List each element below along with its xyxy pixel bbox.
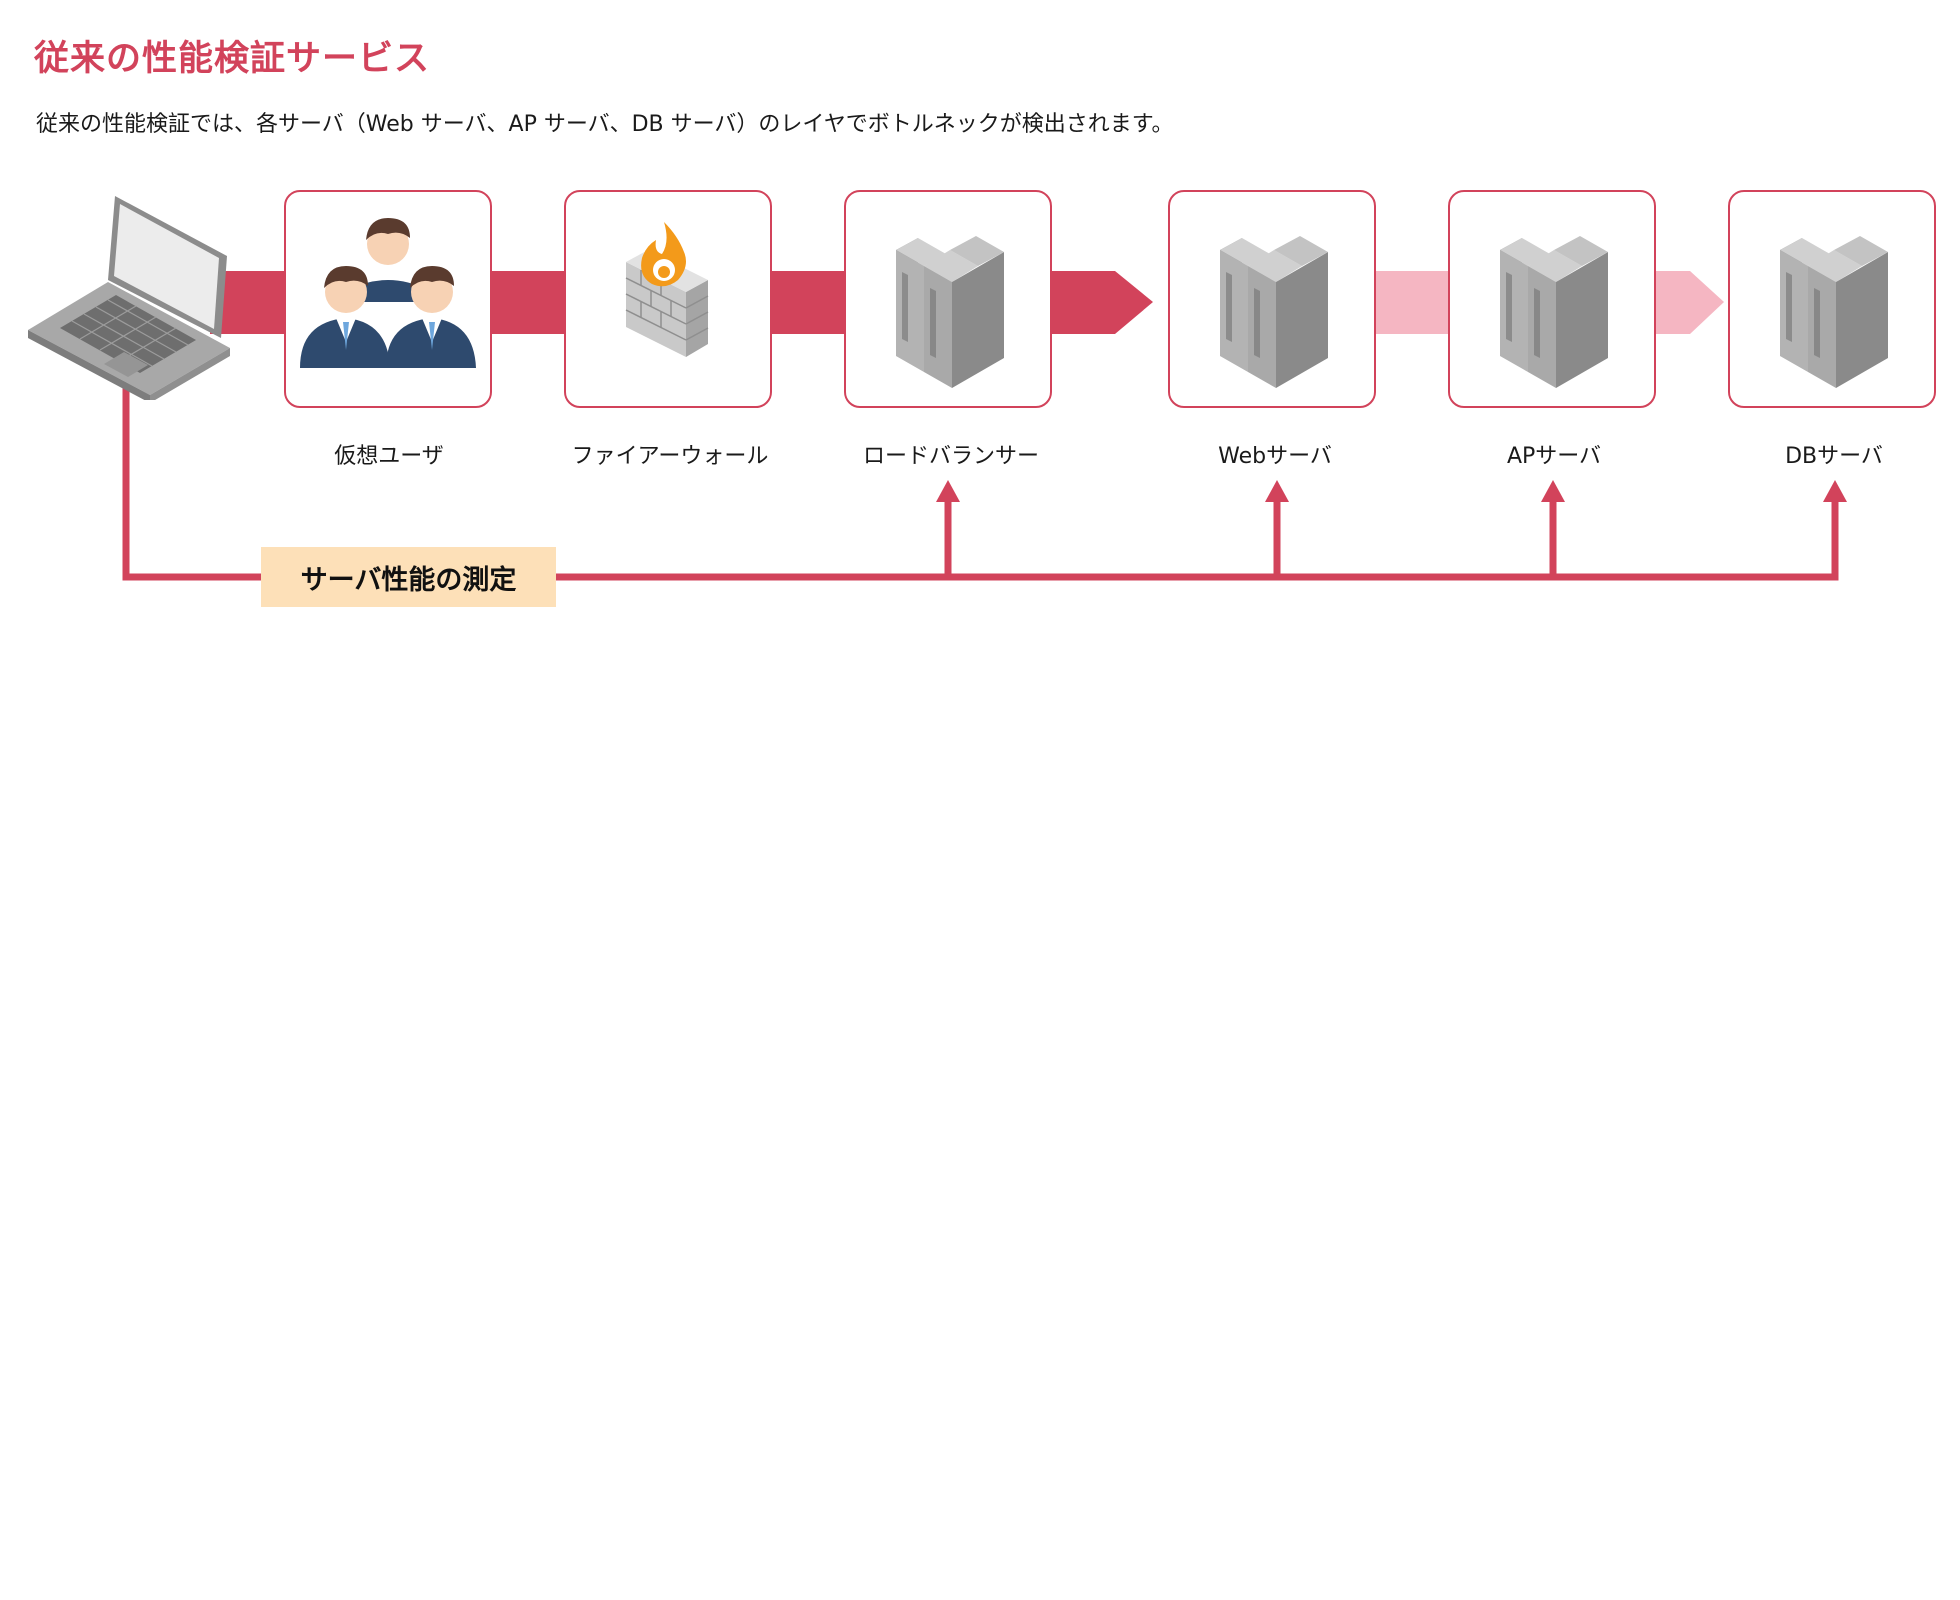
node-label-firewall: ファイアーウォール [571,444,769,469]
node-label-db-server: DBサーバ [1785,444,1883,469]
node-web-server [1168,190,1376,408]
page-description: 従来の性能検証では、各サーバ（Web サーバ、AP サーバ、DB サーバ）のレイ… [36,112,1174,137]
server-icon [896,236,1004,388]
node-label-virtual-user: 仮想ユーザ [334,444,444,469]
architecture-diagram: 仮想ユーザ ファイアーウォール ロードバランサー Webサーバ APサーバ DB… [0,0,1960,640]
arrow-head-web [1265,480,1289,502]
node-label-load-balancer: ロードバランサー [862,444,1039,469]
arrow-head-lb [936,480,960,502]
arrow-head-db [1823,480,1847,502]
laptop-icon [28,196,230,400]
node-load-balancer [844,190,1052,408]
node-label-ap-server: APサーバ [1506,444,1602,469]
node-label-web-server: Webサーバ [1218,444,1332,469]
users-icon [300,218,476,368]
server-icon [1220,236,1328,388]
node-ap-server [1448,190,1656,408]
node-virtual-user [284,190,492,408]
arrow-head-ap [1541,480,1565,502]
node-firewall [564,190,772,408]
node-db-server [1728,190,1936,408]
measure-label: サーバ性能の測定 [261,547,556,607]
flow-band-light-2 [1655,271,1724,334]
page-title: 従来の性能検証サービス [34,39,431,79]
server-icon [1780,236,1888,388]
firewall-icon [625,222,709,357]
measure-line [122,385,1839,581]
server-icon [1500,236,1608,388]
flow-band-light-1 [1375,271,1455,334]
